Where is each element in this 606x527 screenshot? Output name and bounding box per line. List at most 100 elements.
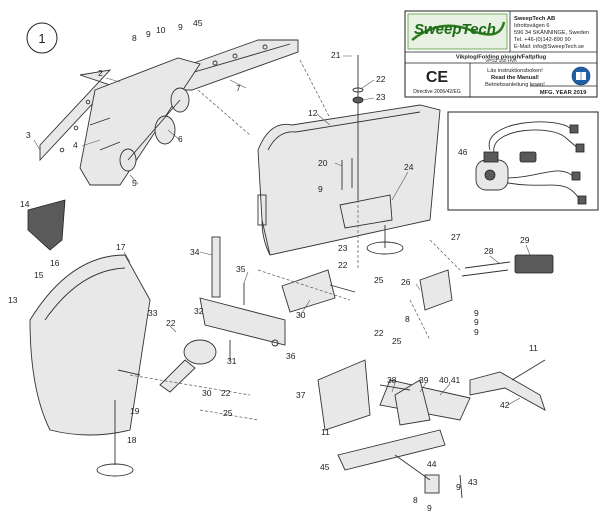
company-line-0: SweepTech AB [514,16,555,22]
part-pin-34 [211,236,221,298]
callout-23: 23 [338,243,348,253]
part-cylinder-lower [159,339,217,393]
figure-number-text: 1 [38,31,45,46]
callout-22: 22 [221,388,231,398]
callout-17: 17 [116,242,126,252]
callout-27: 27 [451,232,461,242]
callout-3: 3 [26,130,31,140]
ce-mark: CE [426,69,449,86]
callout-9: 9 [427,503,432,513]
callout-40-41: 40,41 [439,375,461,385]
callout-14: 14 [20,199,30,209]
sweeptech-logo: SweepTech [407,13,508,50]
callout-46: 46 [458,147,468,157]
callout-21: 21 [331,50,341,60]
callout-45: 45 [193,18,203,28]
part-bar-4 [79,57,201,186]
callout-22: 22 [374,328,384,338]
callout-43: 43 [468,477,478,487]
callout-6: 6 [178,134,183,144]
callout-19: 19 [130,406,140,416]
company-line-2: 596 34 SKÄNNINGE, Sweden [514,29,589,36]
callout-5: 5 [132,178,137,188]
callout-22: 22 [338,260,348,270]
read-manual-icon [571,66,591,86]
callout-25: 25 [374,275,384,285]
callout-12: 12 [308,108,318,118]
part-arm-42 [469,371,546,411]
callout-37: 37 [296,390,306,400]
callout-8: 8 [413,495,418,505]
part-bracket-26 [419,269,453,311]
directive-text: Directive 2006/42/EG [413,89,461,95]
part-skid [96,400,134,477]
part-valve-block [514,254,554,274]
callout-31: 31 [227,356,237,366]
part-left-wing [29,254,151,436]
manual-line-0: Läs instruktionsboken! [487,68,543,74]
parts-geometry [27,39,554,499]
callout-20: 20 [318,158,328,168]
callout-9: 9 [318,184,323,194]
part-bar-2 [39,69,112,162]
callout-9: 9 [474,317,479,327]
callout-9: 9 [474,327,479,337]
callout-11: 11 [529,343,538,353]
callout-32: 32 [194,306,204,316]
callout-34: 34 [190,247,200,257]
callout-2: 2 [98,68,103,78]
callout-9: 9 [474,308,479,318]
callout-13: 13 [8,295,18,305]
callout-9: 9 [178,22,183,32]
part-cylinder-upper [281,269,356,313]
callout-8: 8 [405,314,410,324]
callout-8: 8 [132,33,137,43]
manual-line-2: Betriebsanleitung lesen! [485,82,545,88]
callout-39: 39 [419,375,429,385]
callout-9: 9 [146,29,151,39]
company-line-1: Idrottsvägen 6 [514,23,549,29]
part-wear-plate [27,199,66,251]
callout-25: 25 [223,408,233,418]
part-moldboard [257,104,441,256]
mfg-year: MFG. YEAR 2019 [540,90,587,96]
callout-11: 11 [321,427,330,437]
callout-9: 9 [456,482,461,492]
company-line-4: E-Mail: info@SweepTech.se [514,44,584,50]
product-line-2: VPG2 140 HVA [485,58,518,63]
part-bracket-24 [339,194,393,229]
callout-29: 29 [520,235,530,245]
part-frame-32 [199,297,286,346]
product-line-1: Vikplog/Folding plough/Faltpflug [456,55,547,61]
manual-line-1: Read the Manual! [491,75,539,81]
callout-35: 35 [236,264,246,274]
callout-36: 36 [286,351,296,361]
product-label: SweepTech SweepTech AB Idrottsvägen 6 59… [404,10,598,98]
logo-text: SweepTech [414,21,496,38]
callout-22: 22 [166,318,176,328]
part-a-frame [317,359,471,471]
callout-45: 45 [320,462,330,472]
callout-25: 25 [392,336,402,346]
callout-4: 4 [73,140,78,150]
callout-38: 38 [387,375,397,385]
callout-28: 28 [484,246,494,256]
part-springs [119,87,190,172]
callout-18: 18 [127,435,137,445]
company-address: SweepTech AB Idrottsvägen 6 596 34 SKÄNN… [514,16,589,50]
callout-7: 7 [236,83,241,93]
callout-15: 15 [34,270,44,280]
figure-number: 1 [26,22,58,54]
callout-16: 16 [50,258,60,268]
callout-44: 44 [427,459,437,469]
callout-22: 22 [376,74,386,84]
inset-cable-harness [447,111,599,211]
callout-33: 33 [148,308,158,318]
callout-24: 24 [404,162,414,172]
callout-30: 30 [202,388,212,398]
company-line-3: Tel. +46-(0)142-890 90 [514,37,571,43]
callout-23: 23 [376,92,386,102]
callout-26: 26 [401,277,411,287]
